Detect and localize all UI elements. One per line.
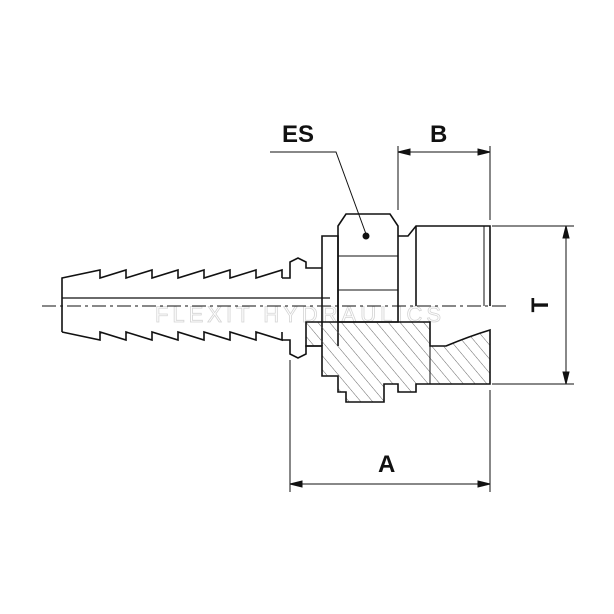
label-t: T	[527, 297, 554, 312]
label-es: ES	[282, 121, 314, 148]
label-a: A	[378, 451, 395, 478]
dimension-b	[397, 146, 491, 220]
label-b: B	[430, 121, 447, 148]
hose-tail	[61, 268, 330, 342]
dimension-a	[289, 360, 491, 492]
dimension-t	[492, 225, 574, 385]
es-leader	[270, 151, 370, 240]
fitting-body-section	[305, 321, 491, 403]
